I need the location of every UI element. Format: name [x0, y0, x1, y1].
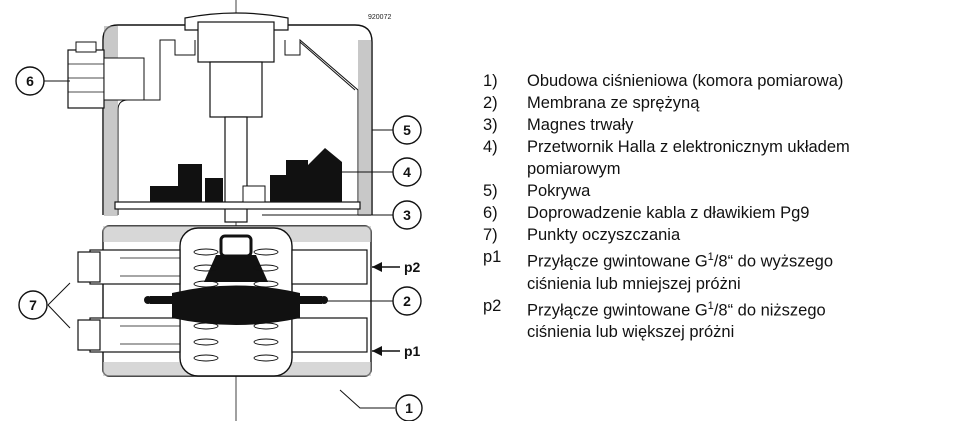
p2-arrow: p2 — [372, 259, 421, 275]
hall-electronics — [114, 148, 361, 210]
svg-text:6: 6 — [26, 73, 34, 89]
legend-text-cont: ciśnienia lub mniejszej próżni — [527, 274, 741, 293]
legend-text: Pokrywa — [527, 182, 591, 200]
top-cap — [184, 12, 289, 223]
callout-2: 2 — [392, 286, 422, 316]
legend-item: 2) Membrana ze sprężyną — [483, 92, 973, 114]
legend-key: 6) — [483, 204, 498, 222]
legend-key: 5) — [483, 182, 498, 200]
svg-text:4: 4 — [403, 164, 411, 180]
svg-text:1: 1 — [405, 400, 413, 416]
fraction-den: 8 — [718, 301, 728, 319]
legend-item: 7) Punkty oczyszczania — [483, 224, 973, 246]
legend-item: 5) Pokrywa — [483, 180, 973, 202]
legend-text: Doprowadzenie kabla z dławikiem Pg9 — [527, 204, 810, 222]
legend-item: 4) Przetwornik Halla z elektronicznym ukł… — [483, 136, 973, 180]
cable-gland — [67, 41, 145, 109]
legend-item: 1) Obudowa ciśnieniowa (komora pomiarowa) — [483, 70, 973, 92]
p1-arrow: p1 — [372, 343, 421, 359]
legend-text: Membrana ze sprężyną — [527, 94, 700, 112]
legend-item: p2 Przyłącze gwintowane G1/8“ do niższego… — [483, 295, 973, 344]
svg-text:5: 5 — [403, 122, 411, 138]
legend-text: Punkty oczyszczania — [527, 226, 681, 244]
legend-key: 2) — [483, 94, 498, 112]
legend-item: 6) Doprowadzenie kabla z dławikiem Pg9 — [483, 202, 973, 224]
fraction-slash: / — [713, 252, 719, 271]
legend: 1) Obudowa ciśnieniowa (komora pomiarowa)… — [483, 70, 973, 343]
legend-key: p1 — [483, 248, 502, 266]
legend-text: Przetwornik Halla z elektronicznym układ… — [527, 138, 850, 156]
pressure-sensor-diagram: 920072 — [15, 0, 423, 421]
legend-key: p2 — [483, 296, 502, 315]
legend-text-cont: ciśnienia lub większej próżni — [527, 323, 735, 341]
legend-text-post: “ do niższego — [727, 301, 826, 319]
legend-text-post: “ do wyższego — [727, 252, 834, 271]
svg-text:7: 7 — [29, 297, 37, 313]
legend-key: 4) — [483, 138, 498, 156]
legend-key: 7) — [483, 226, 498, 244]
callout-4: 4 — [392, 157, 422, 187]
fraction-num: 1 — [707, 251, 714, 263]
callout-7: 7 — [18, 290, 48, 320]
legend-key: 3) — [483, 116, 498, 134]
legend-text: Przyłącze gwintowane G — [527, 301, 708, 319]
figure-id: 920072 — [368, 14, 391, 21]
leader-lines — [44, 80, 395, 409]
svg-text:3: 3 — [403, 207, 411, 223]
svg-text:2: 2 — [403, 293, 411, 309]
callout-1: 1 — [395, 394, 423, 421]
legend-key: 1) — [483, 72, 498, 90]
callout-3: 3 — [392, 200, 422, 230]
legend-text: Magnes trwały — [527, 116, 634, 134]
fraction-num: 1 — [707, 299, 714, 312]
legend-text: Obudowa ciśnieniowa (komora pomiarowa) — [527, 72, 844, 90]
legend-text-cont: pomiarowym — [527, 160, 621, 178]
p2-label: p2 — [404, 259, 421, 275]
fraction-den: 8 — [718, 252, 728, 271]
legend-item: p1 Przyłącze gwintowane G1/8“ do wyższego… — [483, 246, 973, 295]
legend-item: 3) Magnes trwały — [483, 114, 973, 136]
callout-5: 5 — [392, 115, 422, 145]
callout-6: 6 — [15, 66, 45, 96]
membrane-spring — [144, 234, 328, 362]
legend-text: Przyłącze gwintowane G — [527, 252, 708, 271]
p1-label: p1 — [404, 343, 421, 359]
fraction-slash: / — [713, 301, 719, 319]
